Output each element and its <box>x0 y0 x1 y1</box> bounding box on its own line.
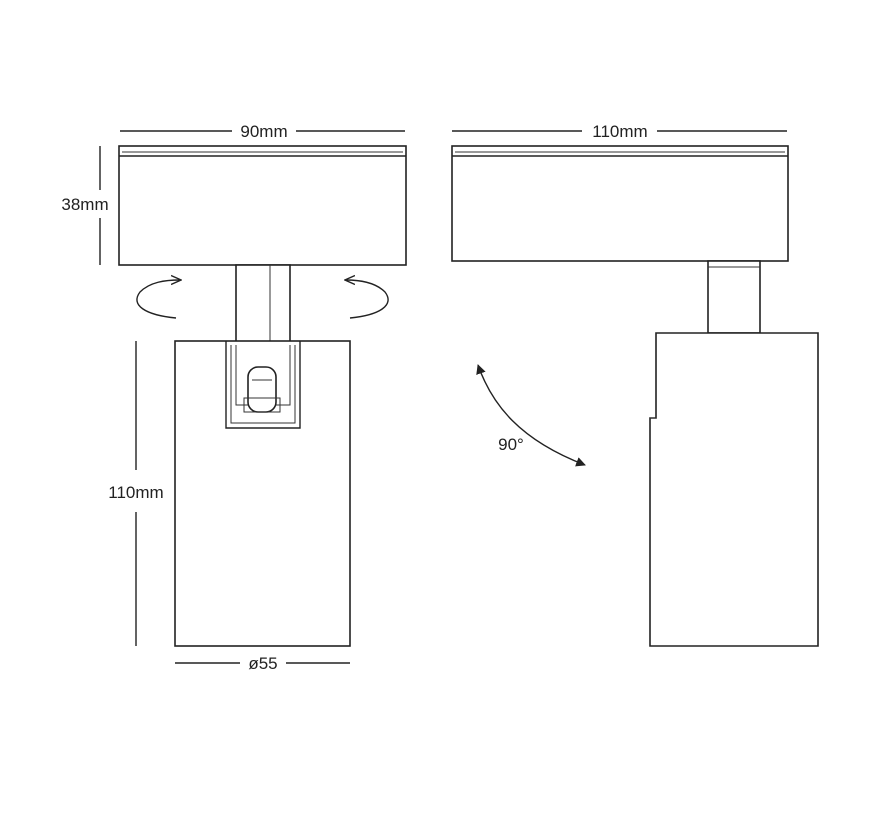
side-view: 110mm 90° <box>451 122 819 647</box>
tilt-knob <box>247 366 277 413</box>
base-body <box>118 145 407 266</box>
side-base-block <box>451 145 789 262</box>
front-body-height-dimension: 110mm <box>108 341 164 646</box>
side-width-label: 110mm <box>592 122 647 141</box>
rotate-arrow-left <box>136 280 180 319</box>
diameter-dimension: ø55 <box>175 654 350 673</box>
side-stem <box>707 260 761 334</box>
front-base-height-dimension: 38mm <box>61 146 109 265</box>
rotate-arrow-right <box>346 280 389 319</box>
side-lamp-body <box>649 332 819 647</box>
front-view: 90mm 38mm <box>61 122 407 673</box>
front-width-dimension: 90mm <box>120 122 405 141</box>
front-base-block <box>118 145 407 266</box>
front-base-height-label: 38mm <box>61 195 108 214</box>
front-lamp-body <box>174 340 351 647</box>
side-base-body <box>451 145 789 262</box>
bracket-cutout <box>225 341 301 429</box>
side-width-dimension: 110mm <box>452 122 787 141</box>
side-stem-body <box>707 260 761 334</box>
knob-base <box>243 397 281 413</box>
side-lamp-cylinder <box>649 332 819 647</box>
front-body-height-label: 110mm <box>108 483 163 502</box>
front-stem <box>235 264 291 346</box>
tilt-arc-arrow-icon: 90° <box>476 364 586 467</box>
tilt-arc <box>476 364 586 467</box>
tilt-angle-label: 90° <box>498 435 524 454</box>
diameter-label: ø55 <box>248 654 277 673</box>
front-width-label: 90mm <box>240 122 287 141</box>
bracket-inner <box>230 345 296 424</box>
stem-body <box>235 264 291 346</box>
rotate-arrow-icon <box>136 280 389 319</box>
